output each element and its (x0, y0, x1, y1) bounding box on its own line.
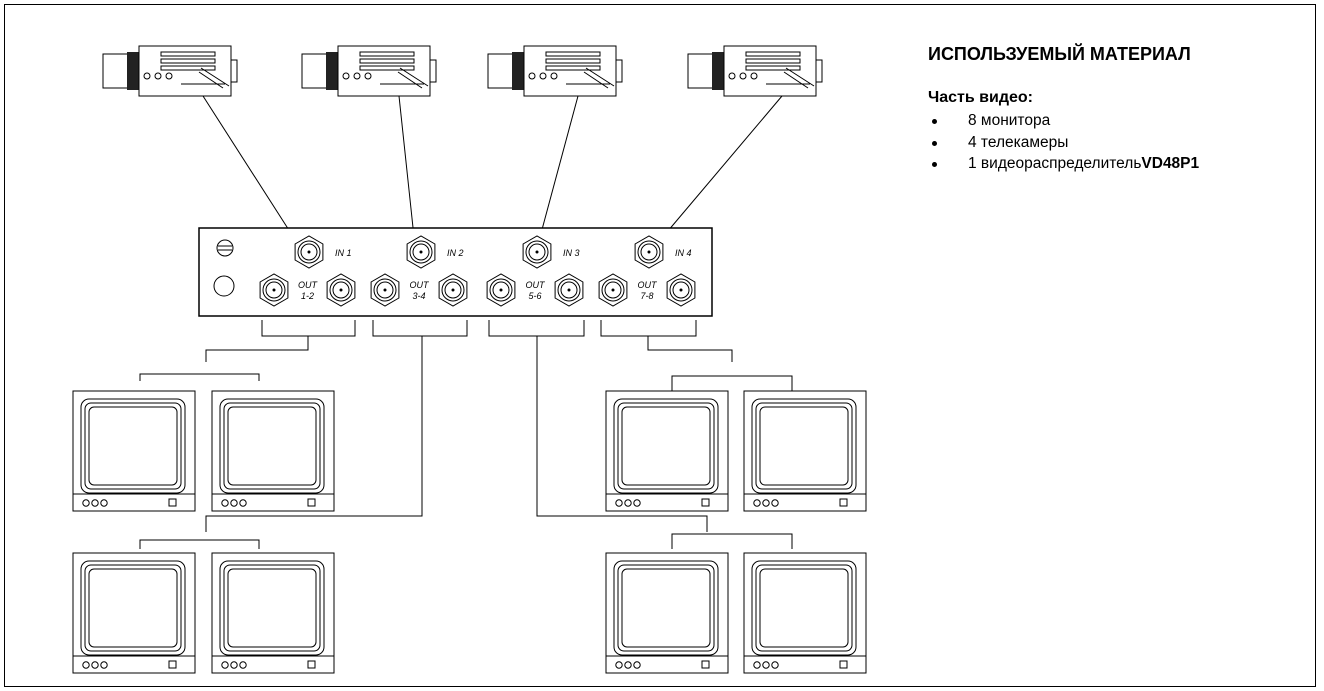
monitor-icon (211, 552, 335, 674)
cables (139, 95, 793, 549)
list-item: 1 видеораспределительVD48P1 (928, 153, 1318, 175)
camera-icon (301, 45, 437, 97)
monitors (72, 390, 867, 674)
input-label: IN 2 (447, 248, 464, 258)
monitor-bracket (671, 533, 793, 549)
output-trunk (205, 336, 309, 362)
cameras (102, 45, 823, 97)
item-text: 1 видеораспределитель (968, 155, 1142, 172)
item-text: 4 телекамеры (968, 133, 1069, 151)
monitor-bracket (139, 539, 260, 549)
output-trunk (205, 336, 423, 532)
input-connector-icon (634, 235, 664, 269)
input-connector-icon (406, 235, 436, 269)
materials-panel: ИСПОЛЬЗУЕМЫЙ МАТЕРИАЛ Часть видео: 8 мон… (928, 44, 1318, 175)
materials-title: ИСПОЛЬЗУЕМЫЙ МАТЕРИАЛ (928, 44, 1191, 64)
monitor-icon (605, 390, 729, 512)
power-jack-icon (213, 275, 235, 297)
output-label: 7-8 (640, 291, 653, 301)
monitor-icon (72, 390, 196, 512)
output-trunk (647, 336, 733, 362)
monitor-icon (211, 390, 335, 512)
list-item: 8 монитора (928, 110, 1318, 132)
materials-list: 8 монитора 4 телекамеры 1 видеораспредел… (928, 110, 1318, 175)
video-section-title: Часть видео: (928, 89, 1033, 106)
input-connector-icon (522, 235, 552, 269)
monitor-icon (743, 552, 867, 674)
output-trunk (536, 336, 708, 532)
camera-cable (398, 95, 415, 238)
camera-icon (687, 45, 823, 97)
input-connector-icon (294, 235, 324, 269)
item-text: 8 монитора (968, 112, 1051, 129)
input-label: IN 1 (335, 248, 352, 258)
output-connector-icon (486, 273, 516, 307)
output-connector-icon (666, 273, 696, 307)
input-label: IN 4 (675, 248, 692, 258)
output-label: OUT (638, 280, 659, 290)
output-connector-icon (598, 273, 628, 307)
output-label: OUT (298, 280, 319, 290)
output-connector-icon (259, 273, 289, 307)
output-bracket (261, 320, 356, 337)
monitor-bracket (671, 375, 793, 391)
camera-cable (661, 95, 783, 239)
output-bracket (600, 320, 697, 337)
output-label: OUT (526, 280, 547, 290)
monitor-icon (743, 390, 867, 512)
output-connector-icon (554, 273, 584, 307)
camera-cable (539, 95, 579, 238)
monitor-icon (605, 552, 729, 674)
camera-cable (202, 95, 295, 239)
output-label: 1-2 (301, 291, 314, 301)
monitor-bracket (139, 373, 260, 381)
output-connector-icon (326, 273, 356, 307)
camera-icon (102, 45, 238, 97)
output-bracket (488, 320, 585, 337)
output-label: OUT (410, 280, 431, 290)
screw-icon (216, 239, 234, 257)
output-label: 5-6 (528, 291, 541, 301)
output-connector-icon (438, 273, 468, 307)
input-label: IN 3 (563, 248, 580, 258)
monitor-icon (72, 552, 196, 674)
diagram-frame (4, 4, 1316, 687)
item-model: VD48P1 (1141, 155, 1200, 172)
output-label: 3-4 (412, 291, 425, 301)
output-bracket (372, 320, 468, 337)
list-item: 4 телекамеры (928, 132, 1318, 154)
output-connector-icon (370, 273, 400, 307)
camera-icon (487, 45, 623, 97)
